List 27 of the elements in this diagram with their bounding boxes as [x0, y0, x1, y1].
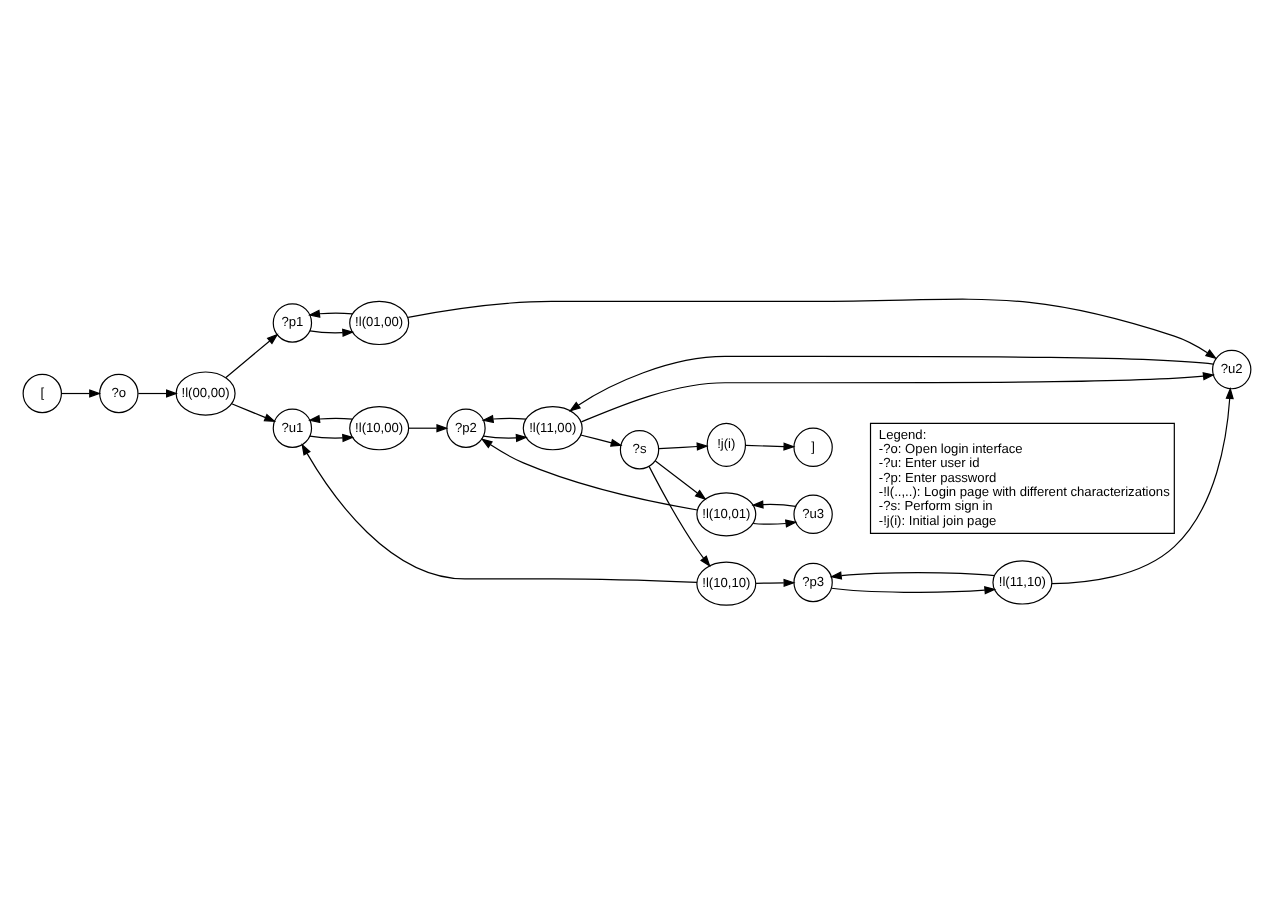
arrow — [309, 432, 355, 442]
arrow — [751, 499, 797, 508]
arrow — [831, 585, 997, 594]
arrow — [301, 442, 698, 582]
arrow — [231, 402, 277, 422]
arrow — [580, 433, 623, 446]
arrow — [755, 577, 796, 587]
arrow — [568, 354, 1214, 411]
arrow — [752, 518, 798, 527]
arrow — [309, 327, 355, 336]
arrow — [648, 464, 711, 567]
arrow — [654, 459, 707, 500]
arrow — [407, 297, 1218, 359]
arrow — [225, 332, 279, 378]
arrow — [480, 437, 699, 510]
arrow — [408, 423, 449, 432]
arrow — [308, 308, 354, 317]
arrow — [481, 413, 527, 423]
arrow — [137, 388, 178, 397]
arrow — [829, 570, 996, 579]
arrow — [482, 432, 528, 442]
arrow — [745, 441, 796, 450]
arrow — [308, 413, 354, 423]
arrow — [580, 371, 1215, 422]
arrow — [658, 441, 709, 450]
arrow — [1051, 385, 1234, 584]
arrow — [60, 388, 102, 397]
